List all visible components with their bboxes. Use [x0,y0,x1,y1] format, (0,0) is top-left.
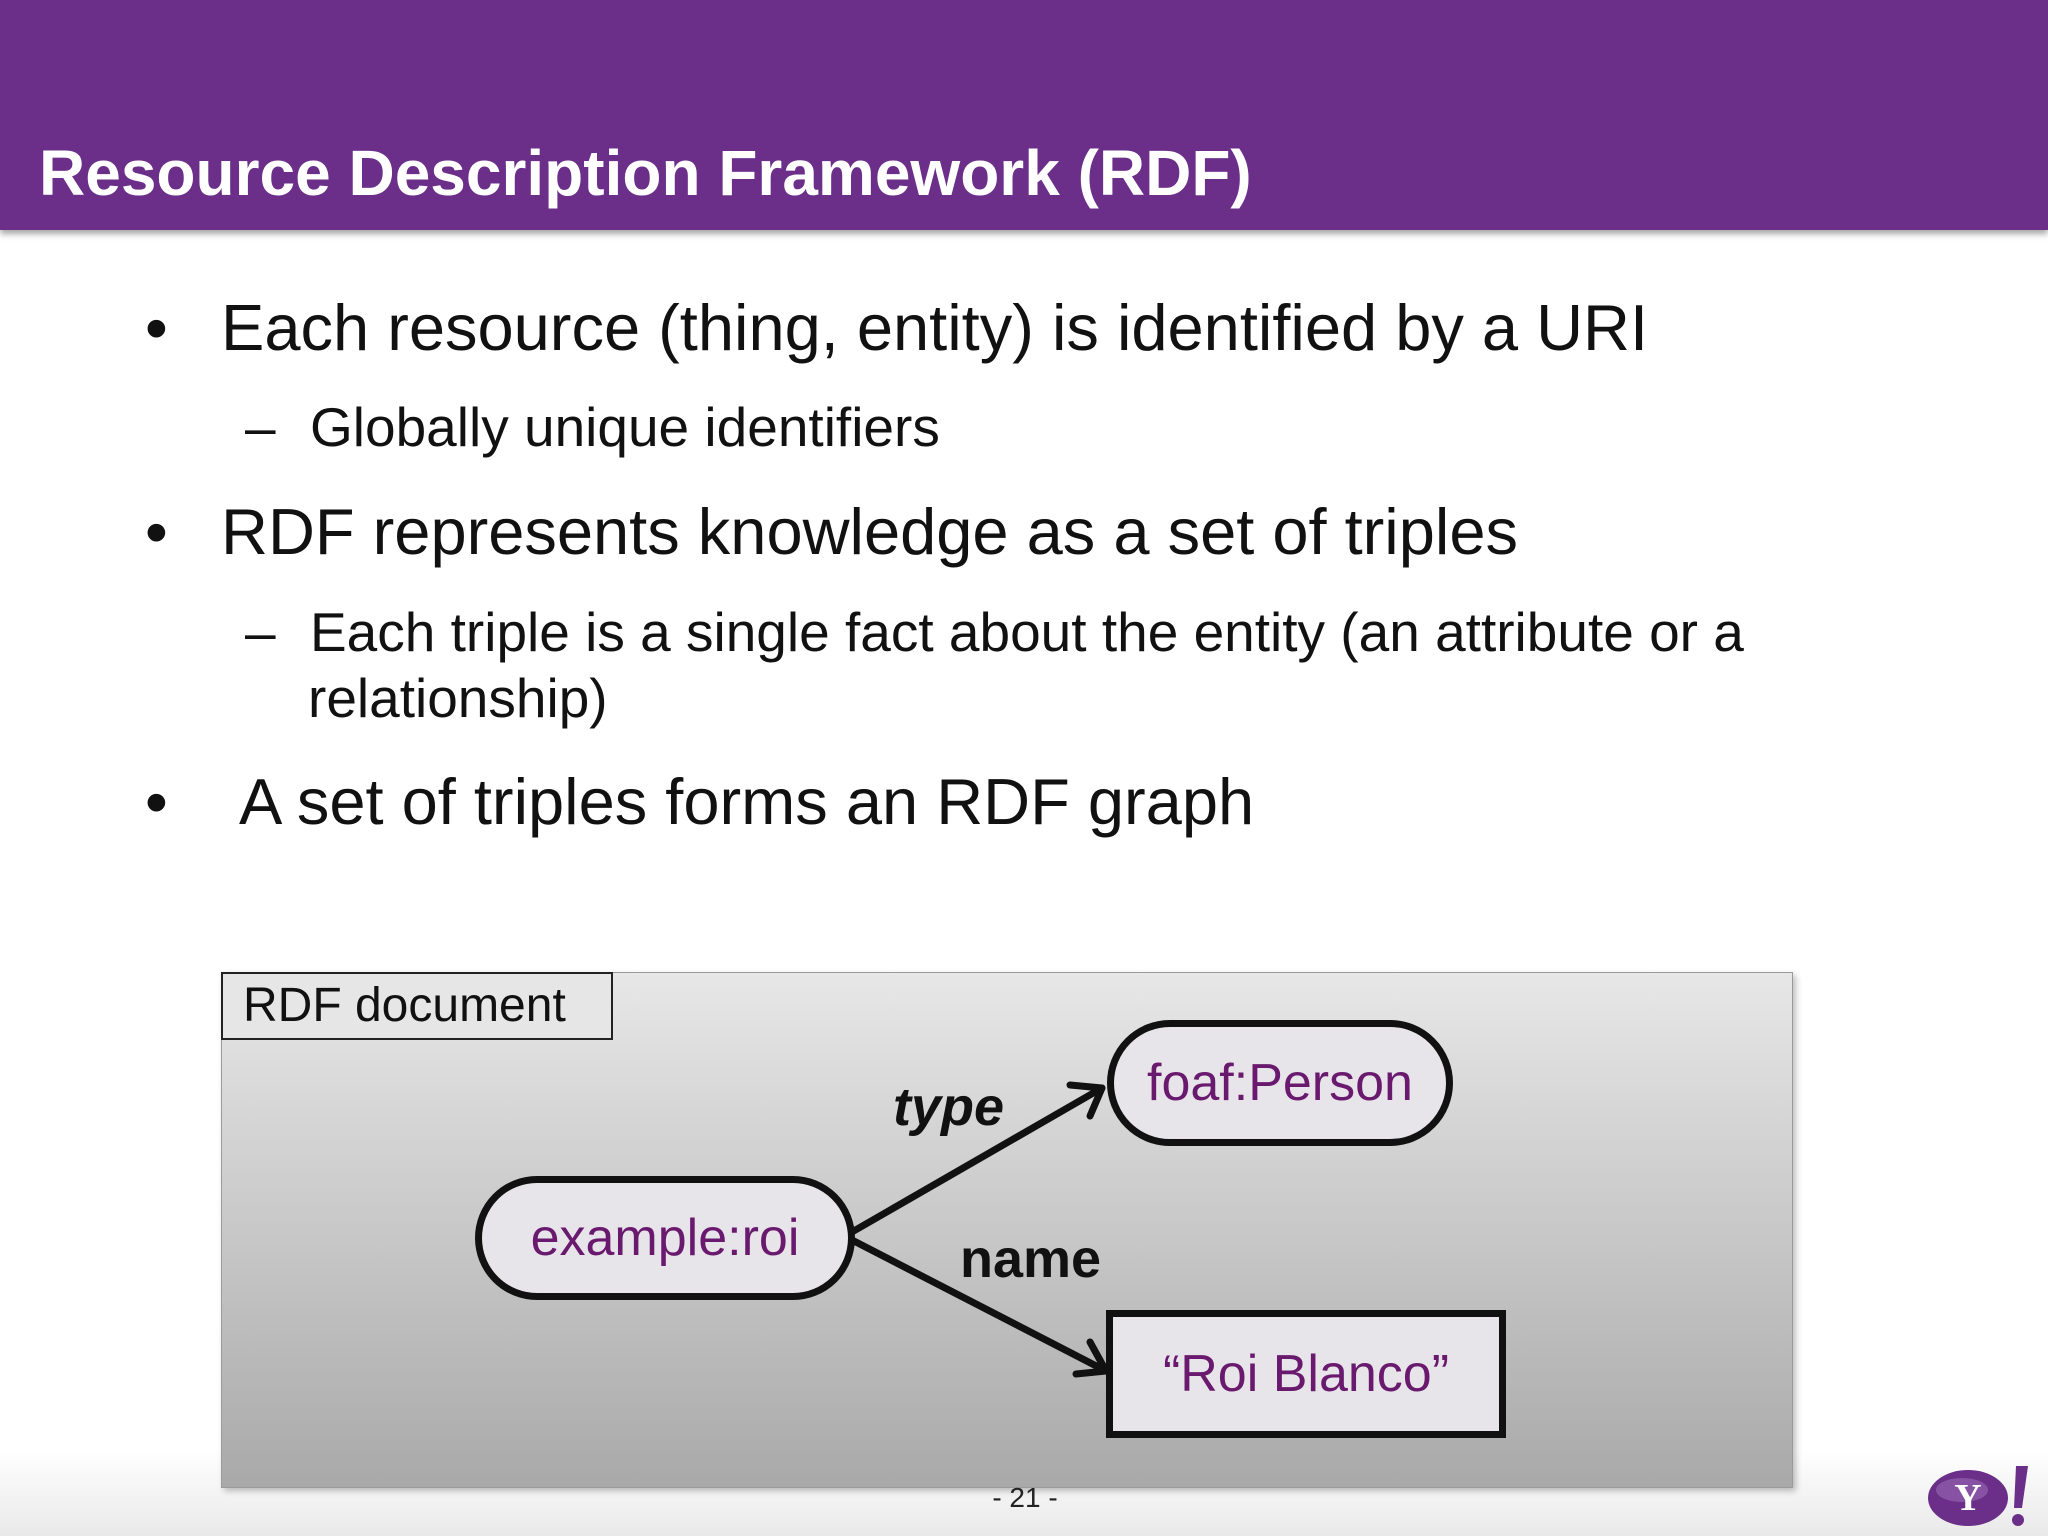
sub-bullet-marker: – [245,601,276,663]
sub-bullet-text-continued: relationship) [308,667,608,729]
bullet-marker: • [145,765,168,838]
name-edge [848,1236,1110,1375]
rdf-document-label: RDF document [221,972,613,1040]
type-edge-label: type [893,1077,1005,1137]
sub-bullet-text: Globally unique identifiers [310,396,940,458]
literal-node: “Roi Blanco” [1106,1310,1506,1438]
subject-node: example:roi [475,1176,855,1300]
yahoo-logo: Y [1924,1460,2040,1530]
bullet-marker: • [145,495,168,568]
type-edge-arrowhead [1066,1081,1106,1120]
bullet-marker: • [145,291,168,364]
page-number: - 21 - [992,1482,1058,1513]
bullet-text: A set of triples forms an RDF graph [239,765,1255,838]
sub-bullet-marker: – [245,396,276,458]
class-node: foaf:Person [1107,1020,1453,1146]
name-edge-label: name [960,1229,1102,1289]
sub-bullet-text: Each triple is a single fact about the e… [310,601,1744,663]
type-edge [848,1084,1106,1236]
title-bar: Resource Description Framework (RDF) [0,0,2048,230]
bullet-text: Each resource (thing, entity) is identif… [221,291,1649,364]
slide-title: Resource Description Framework (RDF) [39,137,1252,209]
svg-text:Y: Y [1954,1477,1981,1519]
bullet-text: RDF represents knowledge as a set of tri… [221,495,1518,568]
